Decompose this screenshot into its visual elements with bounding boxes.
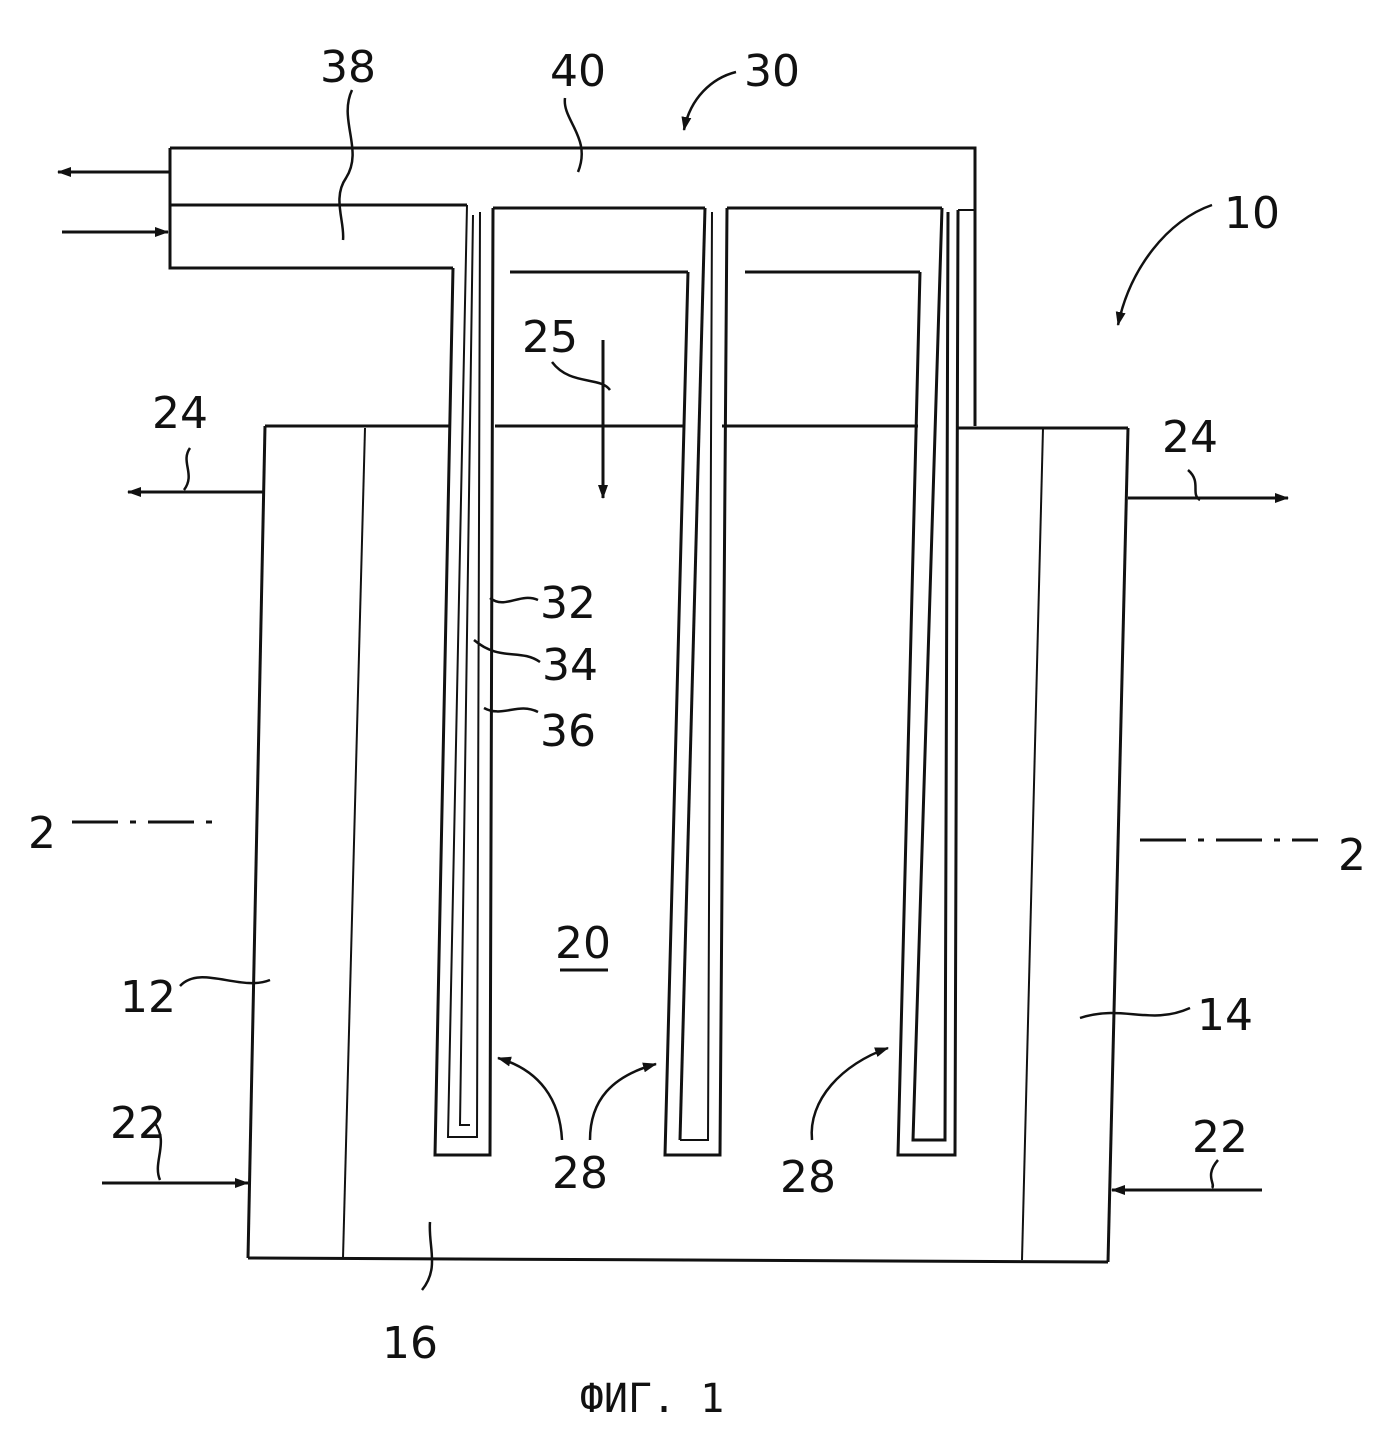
tube-28-left [435, 205, 493, 1155]
leader-40 [565, 98, 582, 172]
leader-14 [1080, 1008, 1190, 1018]
label-34: 34 [542, 640, 598, 691]
leader-24-left [184, 448, 190, 490]
label-30: 30 [744, 46, 800, 97]
leader-lines [154, 72, 1218, 1290]
label-16: 16 [382, 1318, 438, 1369]
leader-32 [490, 598, 538, 602]
label-24-right: 24 [1162, 412, 1218, 463]
label-2-right: 2 [1338, 830, 1366, 881]
label-28-b: 28 [780, 1152, 836, 1203]
tube-outer-wall-left [680, 208, 705, 1140]
tube-28-right [898, 208, 975, 1155]
vessel-right-wall [1108, 428, 1128, 1262]
vessel-left-wall [248, 426, 265, 1258]
label-10: 10 [1224, 188, 1280, 239]
leader-16 [422, 1222, 432, 1290]
vessel-bottom-16 [248, 1258, 1108, 1262]
leader-28-b [812, 1048, 888, 1140]
label-28-a: 28 [552, 1148, 608, 1199]
leader-34 [474, 640, 540, 662]
label-22-left: 22 [110, 1098, 166, 1149]
leader-25 [552, 362, 610, 390]
tube-inner-wall [460, 215, 473, 1125]
leader-30 [684, 72, 736, 130]
label-40: 40 [550, 46, 606, 97]
leader-28-a2 [590, 1064, 656, 1140]
label-25: 25 [522, 312, 578, 363]
leader-22-right [1211, 1160, 1218, 1188]
tube-28-middle [665, 208, 727, 1155]
label-36: 36 [540, 706, 596, 757]
jacket-14-inner-wall [1022, 428, 1043, 1260]
label-24-left: 24 [152, 388, 208, 439]
label-20: 20 [555, 918, 611, 969]
leader-38 [339, 90, 352, 240]
label-38: 38 [320, 42, 376, 93]
jacket-12-inner-wall [343, 428, 365, 1258]
leader-10 [1118, 205, 1212, 325]
section-line-2 [72, 822, 1318, 840]
label-32: 32 [540, 578, 596, 629]
leader-28-a1 [498, 1058, 562, 1140]
label-2-left: 2 [28, 808, 56, 859]
leader-24-right [1188, 470, 1200, 500]
reference-labels: 38 40 30 10 25 24 24 32 34 36 2 2 20 12 … [28, 42, 1366, 1369]
leader-12 [180, 977, 270, 986]
outer-pipe-40 [170, 148, 975, 426]
manifold-30 [170, 148, 975, 426]
inner-pipe-38-bottom [170, 205, 453, 268]
flow-arrows [58, 172, 1288, 1190]
tube-outer-wall [665, 208, 727, 1155]
label-12: 12 [120, 972, 176, 1023]
label-22-right: 22 [1192, 1112, 1248, 1163]
label-14: 14 [1197, 990, 1253, 1041]
figure-caption: ФИГ. 1 [580, 1376, 725, 1422]
